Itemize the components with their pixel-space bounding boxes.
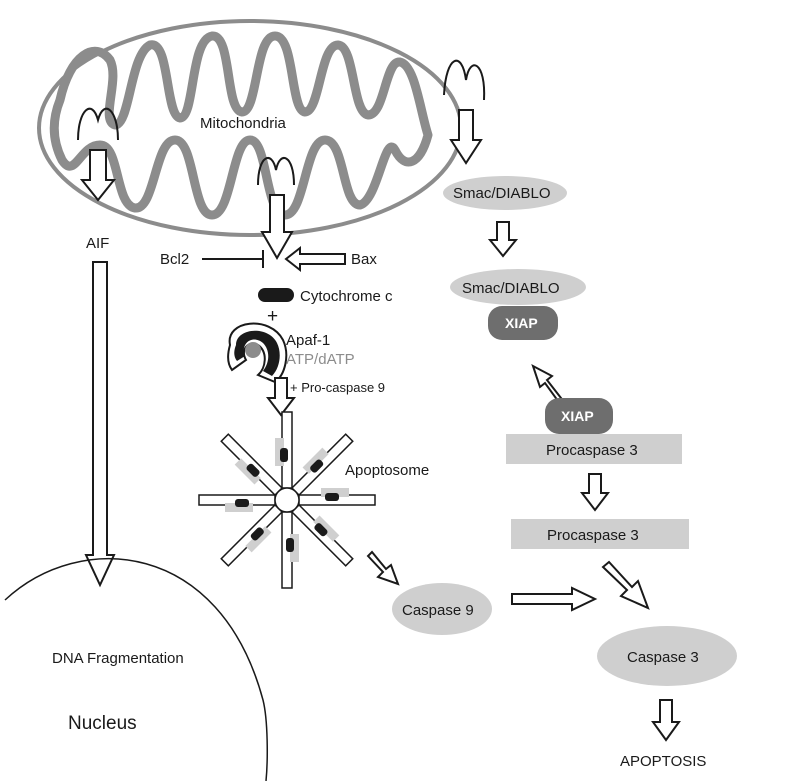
aif-to-nucleus-arrow: [84, 261, 116, 588]
atp-label: ATP/dATP: [286, 351, 355, 368]
apoptosome-cytochrome-pill: [280, 448, 288, 462]
caspase-9-label: Caspase 9: [402, 602, 474, 619]
nucleus-label: Nucleus: [68, 713, 137, 734]
pro-caspase-9-label: + Pro-caspase 9: [290, 380, 385, 395]
apoptosome-cytochrome-pill: [250, 527, 264, 541]
smac-diablo-ellipse-1: [443, 176, 567, 210]
cytochrome-c-label: Cytochrome c: [300, 288, 393, 305]
xiap-label-1: XIAP: [505, 315, 538, 331]
apoptosome-spoke: [220, 503, 284, 567]
apoptosome-cytochrome-pill: [314, 523, 328, 537]
apoptosome-caspase-block: [302, 447, 329, 474]
caspase9-to-caspase3-arrow: [511, 586, 598, 612]
apoptosome-cytochrome-pill: [310, 459, 324, 473]
cytochrome-c-pill: [258, 288, 294, 302]
apoptosome-caspase-block: [275, 438, 284, 466]
apoptosome-wheel: [198, 411, 376, 589]
apoptosome-caspase-block: [313, 515, 340, 542]
bax-label: Bax: [351, 251, 377, 268]
apoptosome-spoke: [275, 411, 293, 489]
xiap-label-2: XIAP: [561, 408, 594, 424]
apoptosome-label: Apoptosome: [345, 462, 429, 479]
apoptosome-cytochrome-pill: [235, 499, 249, 507]
caspase3-to-apoptosis-arrow: [651, 699, 681, 742]
aif-release-arrow: [77, 107, 119, 202]
smac-diablo-label-1: Smac/DIABLO: [453, 185, 551, 202]
procaspase-3-label-1: Procaspase 3: [546, 442, 638, 459]
procaspase-3-box-2: [511, 519, 689, 549]
plus-sign: +: [267, 306, 278, 327]
aif-label: AIF: [86, 235, 109, 252]
apoptosome-cytochrome-pill: [325, 493, 339, 501]
apoptosome-caspase-block: [234, 458, 261, 485]
xiap-to-smac-arrow: [531, 363, 563, 403]
apoptosome-caspase-block: [245, 526, 272, 553]
bax-activation-arrow: [284, 245, 346, 273]
procaspase-to-caspase3-arrow: [601, 560, 650, 610]
apoptosome-hub: [274, 487, 300, 513]
caspase-3-ellipse: [597, 626, 737, 686]
smac-diablo-label-2: Smac/DIABLO: [462, 280, 560, 297]
mitochondria-label: Mitochondria: [200, 115, 287, 132]
xiap-box-1: [488, 306, 558, 340]
apoptosome-spoke: [298, 488, 376, 506]
apaf-1-label: Apaf-1: [286, 332, 330, 349]
smac-release-arrow: [443, 59, 486, 165]
bcl2-label: Bcl2: [160, 251, 189, 268]
apoptosome-spoke: [290, 433, 354, 497]
cytochrome-release-arrow: [257, 157, 295, 261]
apoptosome-caspase-block: [290, 534, 299, 562]
apoptosome-spoke: [220, 433, 284, 497]
apoptosome-spoke: [281, 511, 299, 589]
dna-fragmentation-label: DNA Fragmentation: [52, 650, 184, 667]
apoptosome-to-caspase9-arrow: [366, 550, 400, 586]
apaf-1-icon: [227, 322, 288, 384]
apoptosome-cytochrome-pill: [246, 463, 260, 477]
apoptosome-spoke: [290, 503, 354, 567]
procaspase-down-arrow: [579, 473, 611, 512]
procaspase-3-box-1: [506, 434, 682, 464]
smac-down-arrow: [487, 221, 519, 258]
mitochondria-cristae: [49, 31, 433, 220]
xiap-box-2: [545, 398, 613, 434]
bcl2-inhibition-line: [202, 250, 264, 268]
apoptosome-spoke: [198, 494, 276, 512]
apaf-to-apoptosome-arrow: [265, 377, 297, 417]
smac-diablo-ellipse-2: [450, 269, 586, 305]
nucleus-membrane: [4, 557, 268, 781]
caspase-9-ellipse: [392, 583, 492, 635]
apoptosome-cytochrome-pill: [286, 538, 294, 552]
apoptosis-label: APOPTOSIS: [620, 753, 706, 770]
caspase-3-label: Caspase 3: [627, 649, 699, 666]
procaspase-3-label-2: Procaspase 3: [547, 527, 639, 544]
